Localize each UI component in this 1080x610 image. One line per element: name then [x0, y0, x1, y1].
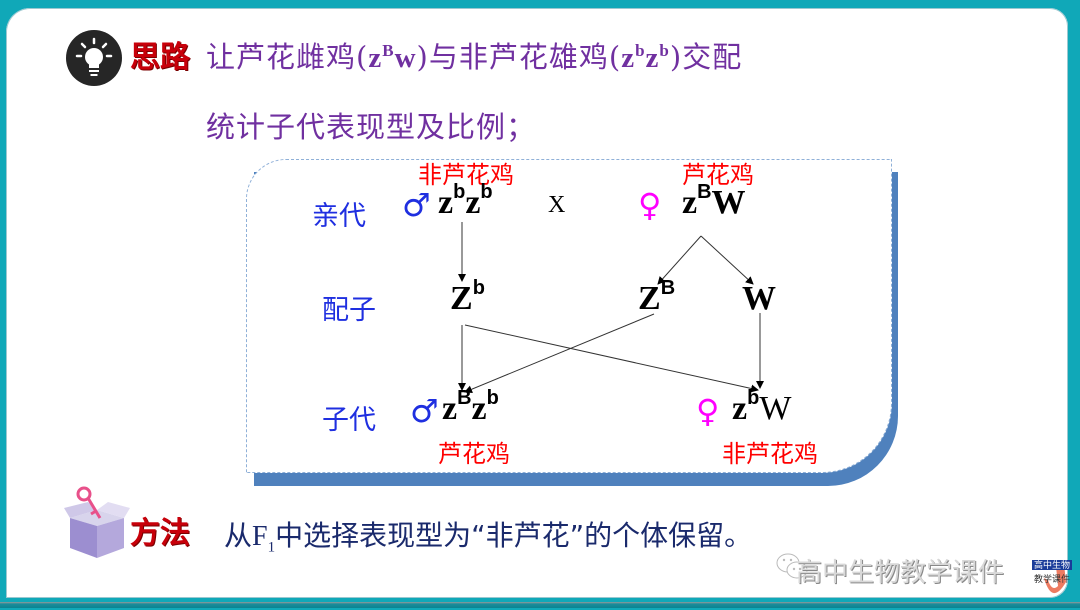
offspring-male-phenotype: 芦花鸡 [438, 440, 510, 468]
cross-symbol: X [548, 192, 566, 218]
row-label-offspring: 子代 [322, 405, 376, 436]
gamete-zb-male: Zb [450, 277, 485, 317]
idea-text-middle: 与非芦花雄鸡 [428, 40, 609, 74]
idea-text-prefix: 让芦花雌鸡 [206, 40, 357, 74]
offspring-female-symbol-icon: ♀ [696, 392, 720, 430]
offspring-male-genotype: zBzb [442, 387, 499, 427]
svg-text:教学课件: 教学课件 [1034, 573, 1070, 585]
parent-female-genotype: zBW [682, 181, 746, 221]
parent-male-genotype: zbzb [438, 181, 493, 221]
slide-frame: 思路 让芦花雌鸡(zBw)与非芦花雄鸡(zbzb)交配 统计子代表现型及比例； … [6, 8, 1072, 598]
row-label-gametes: 配子 [322, 295, 376, 326]
offspring-female-genotype: zbW [732, 387, 792, 427]
parent-female-phenotype: 芦花鸡 [682, 161, 754, 189]
key-box-icon [64, 484, 130, 560]
bottom-strip [0, 602, 1080, 608]
channel-logo-badge: 高中生物 教学课件 [1030, 556, 1074, 606]
idea-text-suffix: 交配 [682, 40, 743, 74]
parent-male-phenotype: 非芦花鸡 [418, 161, 514, 189]
male-symbol-icon: ♂ [402, 186, 431, 224]
wechat-icon [776, 552, 808, 582]
lightbulb-icon [66, 30, 122, 86]
method-heading: 方法 [130, 516, 190, 551]
gamete-zB-female: ZB [638, 277, 676, 317]
idea-line-2: 统计子代表现型及比例； [206, 110, 537, 144]
diagram-arrows [458, 222, 764, 394]
cross-diagram [246, 159, 892, 473]
female-symbol-icon: ♀ [638, 186, 662, 224]
row-label-parents: 亲代 [312, 201, 366, 232]
svg-text:高中生物: 高中生物 [1034, 559, 1070, 571]
method-text: 从F1中选择表现型为“非芦花”的个体保留。 [224, 519, 753, 556]
idea-line-1: 让芦花雌鸡(zBw)与非芦花雄鸡(zbzb)交配 [206, 40, 743, 74]
watermark-text: 高中生物教学课件 [796, 558, 1005, 588]
gamete-w-female: W [742, 280, 776, 317]
offspring-male-symbol-icon: ♂ [410, 392, 439, 430]
female-genotype: zBw [368, 41, 417, 74]
idea-heading: 思路 [130, 40, 190, 75]
male-genotype: zbzb [621, 41, 670, 74]
offspring-female-phenotype: 非芦花鸡 [722, 440, 818, 468]
